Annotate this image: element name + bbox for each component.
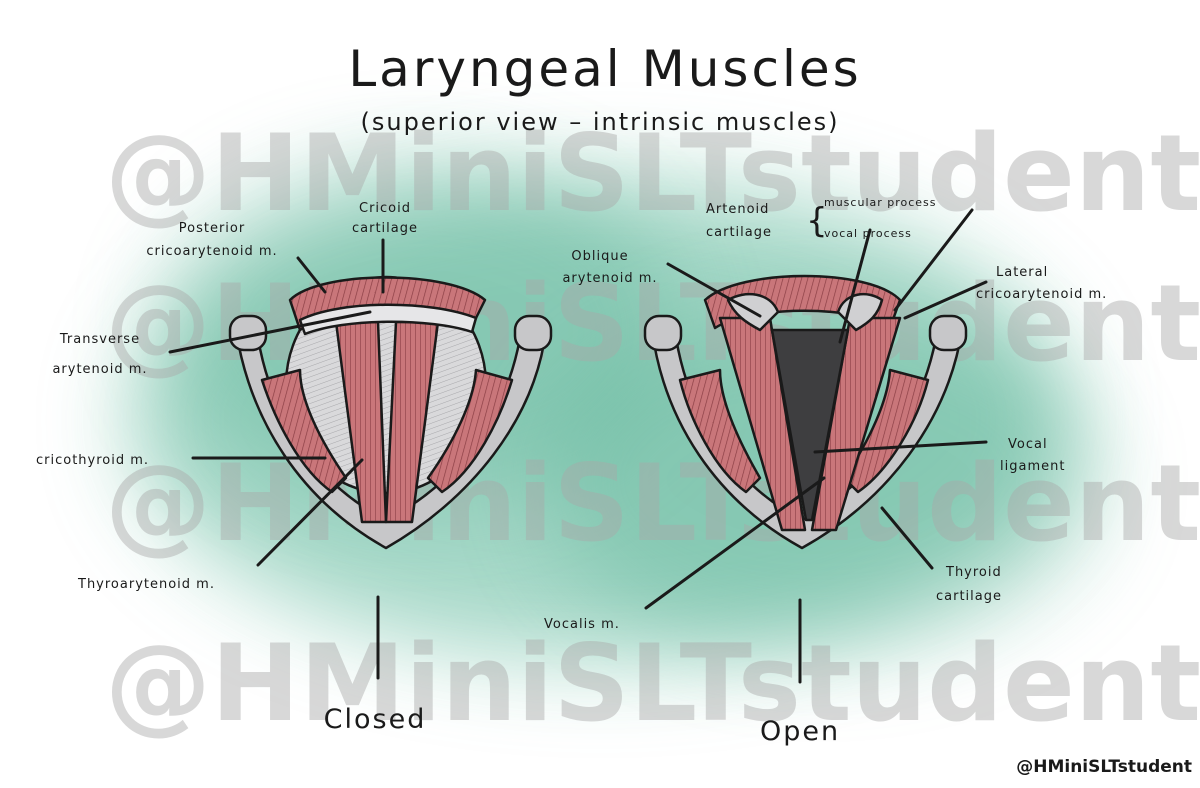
page-subtitle: (superior view – intrinsic muscles) (361, 108, 840, 136)
label-lateral-cricoarytenoid-2: cricoarytenoid m. (976, 287, 1107, 302)
leader-lines (168, 208, 988, 684)
label-cricoid-cartilage: Cricoid (359, 201, 411, 216)
label-cricoid-cartilage-2: cartilage (352, 221, 418, 236)
state-label-open: Open (760, 716, 840, 747)
closed-larynx-illustration (228, 275, 553, 550)
label-posterior-cricoarytenoid-2: cricoarytenoid m. (146, 244, 277, 259)
label-lateral-cricoarytenoid: Lateral (996, 265, 1048, 280)
watermark-row-3: @HMiniSLTstudent (105, 442, 1200, 565)
label-posterior-cricoarytenoid: Posterior (179, 221, 245, 236)
state-label-closed: Closed (324, 704, 427, 735)
label-thyroid-cartilage-2: cartilage (936, 589, 1002, 604)
label-thyroid-cartilage: Thyroid (945, 565, 1002, 580)
watermark-row-1: @HMiniSLTstudent (105, 112, 1200, 235)
label-thyroarytenoid: Thyroarytenoid m. (77, 577, 215, 592)
watermark-row-4: @HMiniSLTstudent (105, 622, 1200, 745)
brace-symbol: { (806, 201, 829, 241)
label-transverse-arytenoid: Transverse (59, 332, 140, 347)
label-vocal-ligament: Vocal (1008, 437, 1048, 452)
credit-handle: @HMiniSLTstudent (1016, 757, 1192, 777)
label-vocal-process: vocal process (824, 227, 912, 240)
label-oblique-arytenoid: Oblique (571, 249, 628, 264)
label-transverse-arytenoid-2: arytenoid m. (52, 362, 147, 377)
label-oblique-arytenoid-2: arytenoid m. (562, 271, 657, 286)
label-vocalis: Vocalis m. (544, 617, 620, 632)
label-vocal-ligament-2: ligament (1000, 459, 1065, 474)
page-title: Laryngeal Muscles (348, 40, 861, 98)
label-muscular-process: muscular process (824, 196, 937, 209)
label-artenoid-cartilage-2: cartilage (706, 225, 772, 240)
label-cricothyroid: cricothyroid m. (36, 453, 149, 468)
label-artenoid-cartilage: Artenoid (706, 202, 769, 217)
